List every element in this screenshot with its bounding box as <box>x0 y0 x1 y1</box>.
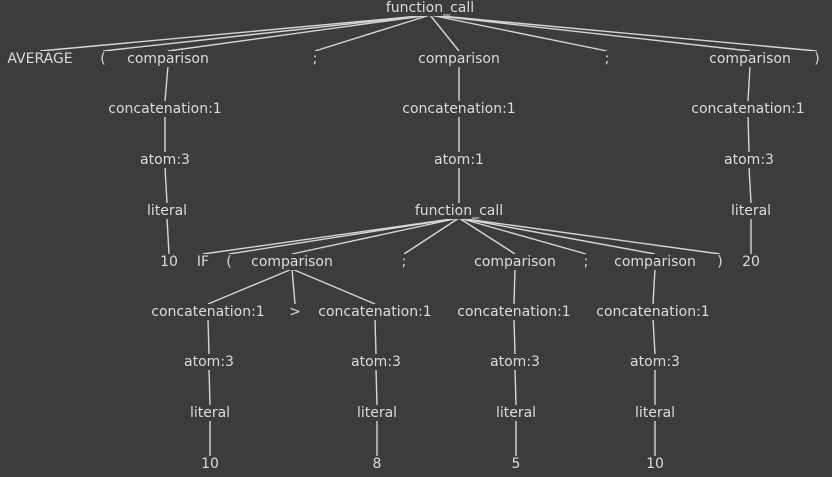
tree-edge <box>747 115 750 153</box>
tree-edge <box>458 217 516 255</box>
tree-node: atom:3 <box>349 354 403 370</box>
tree-edge <box>513 268 516 305</box>
tree-node: atom:1 <box>432 152 486 168</box>
tree-node: concatenation:1 <box>455 304 573 320</box>
tree-node: comparison <box>249 254 335 270</box>
tree-edge <box>458 217 587 255</box>
tree-node: > <box>287 304 303 320</box>
tree-edge <box>748 166 752 204</box>
tree-node: comparison <box>416 51 502 67</box>
tree-edge <box>164 166 168 204</box>
tree-edge <box>652 318 656 355</box>
tree-node: atom:3 <box>182 354 236 370</box>
tree-edge <box>291 217 460 255</box>
tree-node: 20 <box>740 254 762 270</box>
tree-node: comparison <box>612 254 698 270</box>
tree-edge <box>39 14 431 52</box>
tree-edge <box>207 318 210 355</box>
tree-node: atom:3 <box>488 354 542 370</box>
tree-node: literal <box>632 405 678 421</box>
tree-node: ) <box>715 254 725 270</box>
tree-edge <box>429 14 460 52</box>
tree-node: IF <box>194 254 212 270</box>
tree-edge <box>747 65 751 102</box>
tree-node: ) <box>812 51 822 67</box>
tree-node: comparison <box>707 51 793 67</box>
tree-edge <box>403 217 460 255</box>
tree-edge <box>314 14 431 52</box>
tree-edge <box>102 14 431 52</box>
tree-node: concatenation:1 <box>316 304 434 320</box>
tree-node: literal <box>493 405 539 421</box>
tree-node: literal <box>187 405 233 421</box>
tree-node: ( <box>224 254 234 270</box>
tree-edge <box>207 268 293 305</box>
tree-edge <box>514 368 517 406</box>
tree-edge <box>164 65 169 102</box>
tree-edge <box>291 268 376 305</box>
tree-node: literal <box>728 203 774 219</box>
tree-node: ( <box>98 51 108 67</box>
tree-edge <box>291 268 296 305</box>
tree-edge <box>166 217 170 255</box>
tree-node: function_call <box>383 0 477 16</box>
tree-node: concatenation:1 <box>106 101 224 117</box>
tree-node: ; <box>310 51 320 67</box>
tree-node: comparison <box>125 51 211 67</box>
tree-node: AVERAGE <box>5 51 75 67</box>
tree-node: atom:3 <box>628 354 682 370</box>
tree-edge <box>167 14 431 52</box>
tree-node: ; <box>602 51 612 67</box>
tree-node: 10 <box>158 254 180 270</box>
tree-edge <box>429 14 751 52</box>
tree-node: concatenation:1 <box>400 101 518 117</box>
tree-node: literal <box>144 203 190 219</box>
tree-node: literal <box>354 405 400 421</box>
tree-node: 10 <box>644 456 666 472</box>
tree-edge <box>458 217 721 255</box>
tree-node: concatenation:1 <box>689 101 807 117</box>
tree-node: ; <box>399 254 409 270</box>
tree-edge <box>429 14 608 52</box>
tree-edge <box>228 217 460 255</box>
tree-edge <box>458 217 656 255</box>
tree-node: comparison <box>472 254 558 270</box>
tree-edge <box>652 268 656 305</box>
tree-node: atom:3 <box>722 152 776 168</box>
tree-node: function_call <box>412 203 506 219</box>
tree-node: 10 <box>199 456 221 472</box>
tree-edge <box>208 368 211 406</box>
tree-edge <box>374 318 377 355</box>
tree-node: concatenation:1 <box>149 304 267 320</box>
tree-node: concatenation:1 <box>594 304 712 320</box>
tree-node: atom:3 <box>138 152 192 168</box>
tree-node: 5 <box>509 456 523 472</box>
tree-node: ; <box>581 254 591 270</box>
tree-edge <box>429 14 818 52</box>
tree-node: 8 <box>370 456 384 472</box>
tree-edge <box>513 318 516 355</box>
tree-edge <box>375 368 378 406</box>
